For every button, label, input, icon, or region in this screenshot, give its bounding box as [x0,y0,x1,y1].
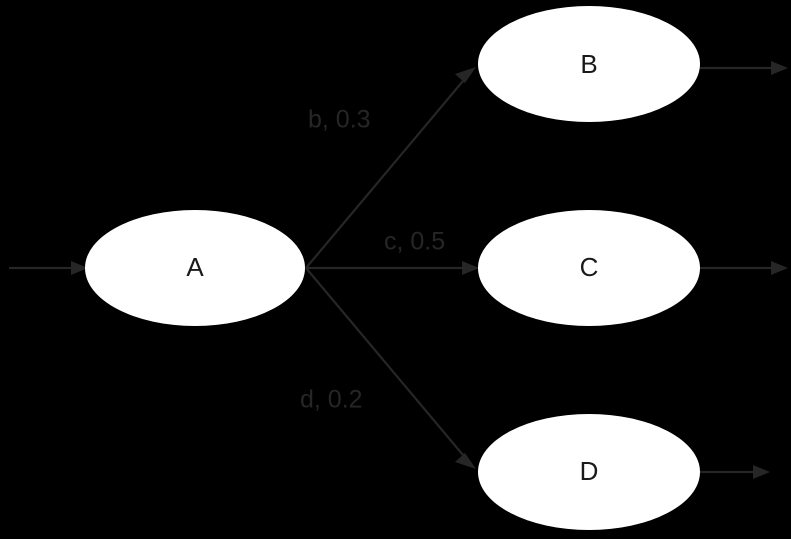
edge-a-to-b-arrowhead [455,67,476,83]
node-c-label: C [580,252,599,282]
node-a-label: A [186,252,204,282]
node-a[interactable]: A [85,210,305,326]
node-a-ellipse [85,210,305,326]
edge-d-out-arrowhead [753,465,770,479]
edge-d-out [700,465,770,479]
edge-a-to-d-label: d, 0.2 [300,386,363,414]
node-d[interactable]: D [478,414,700,530]
edge-a-to-b-line [305,80,464,269]
start-arrow-head [71,261,88,275]
edge-c-out [700,261,788,275]
edge-a-to-d[interactable]: d, 0.2 [300,267,476,469]
edge-c-out-arrowhead [771,261,788,275]
edge-b-out-arrowhead [771,61,788,75]
edge-b-out [700,61,788,75]
edge-a-to-d-line [305,267,464,456]
edge-a-to-b-label: b, 0.3 [308,106,371,134]
node-d-label: D [580,456,599,486]
node-c[interactable]: C [478,210,700,326]
edge-a-to-c-label: c, 0.5 [384,228,445,256]
node-d-ellipse [478,414,700,530]
node-b[interactable]: B [478,6,700,122]
edge-a-to-d-arrowhead [455,453,476,469]
node-c-ellipse [478,210,700,326]
node-b-ellipse [478,6,700,122]
edge-a-to-b[interactable]: b, 0.3 [305,67,476,269]
edge-start-to-a [9,261,88,275]
node-b-label: B [580,49,597,79]
edge-a-to-c[interactable]: c, 0.5 [306,228,479,275]
edge-a-to-c-arrowhead [462,261,479,275]
